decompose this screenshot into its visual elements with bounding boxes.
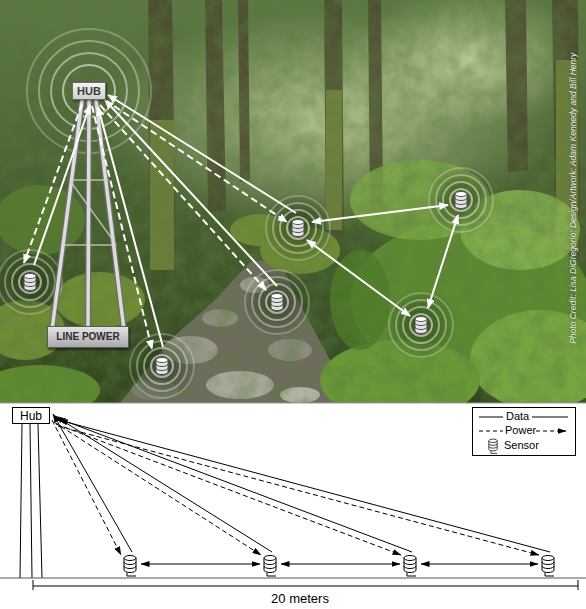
radio-waves: [0, 29, 497, 402]
data-arrow: [57, 418, 412, 552]
sensor-icon: [24, 274, 36, 291]
photo-arrows: [24, 95, 458, 349]
sensor-icon: [271, 294, 283, 311]
legend-frame: [473, 408, 576, 456]
power-arrow: [24, 104, 82, 263]
hub-box: Hub: [12, 407, 50, 424]
power-sample: [536, 431, 566, 432]
mesh-arrow: [281, 564, 400, 565]
sensor-icon: [415, 317, 427, 334]
data-arrow: [34, 105, 90, 265]
panel-divider: [0, 403, 586, 404]
mesh-arrow: [312, 205, 448, 222]
sensor-icon: [542, 556, 554, 577]
bracket-line: [33, 580, 578, 590]
node-text: HUB: [77, 86, 101, 97]
power-arrow: [105, 100, 287, 222]
data-arrow: [53, 414, 132, 552]
tower-leg: [20, 424, 42, 578]
tower-leg: [52, 100, 124, 330]
forest-photo: [0, 0, 586, 420]
photo-credit: Photo Credit: Lisa DiGregorio; Design/Ar…: [569, 8, 578, 388]
legend-text: Sensor: [504, 440, 539, 451]
sensor-sample: [489, 439, 497, 453]
sensor-wave: [425, 164, 497, 236]
mesh-arrow: [428, 215, 458, 308]
power-arrow: [52, 420, 121, 555]
node-text: Hub: [20, 410, 42, 422]
schematic-background: [0, 403, 586, 609]
node-text: LINE POWER: [56, 332, 119, 342]
legend: [473, 408, 576, 456]
tower-leg-shadow: [52, 100, 124, 330]
sensor-wave: [241, 266, 313, 338]
power-sample: [479, 431, 503, 432]
photo-background: [0, 0, 586, 403]
sensor-icon: [156, 358, 168, 375]
data-arrow: [98, 107, 163, 347]
sensor-icon: [124, 556, 136, 577]
sensor-icon: [292, 220, 304, 237]
dimension-label: 20 meters: [250, 592, 350, 605]
data-arrow: [108, 95, 296, 213]
power-arrow: [100, 105, 266, 290]
power-arrow: [58, 426, 539, 555]
photo-texture: [0, 0, 586, 403]
schematic-tower: [20, 424, 42, 578]
sensor-icon: [404, 556, 416, 577]
ground-line: [0, 578, 586, 579]
dimension-bracket: [33, 580, 578, 590]
legend-text: Data: [506, 411, 529, 422]
data-arrow: [105, 100, 277, 286]
legend-text: Power: [505, 425, 536, 436]
mesh-arrow: [421, 564, 538, 565]
photo-sensors: [24, 192, 467, 375]
hub-tower: [52, 100, 124, 330]
schematic-sensors: [124, 556, 554, 577]
sensor-wave: [385, 289, 457, 361]
mesh-arrow: [141, 564, 260, 565]
power-box: LINE POWER: [47, 326, 129, 348]
tower-brace: [64, 180, 116, 245]
mesh-arrow: [307, 240, 410, 316]
hub-box: HUB: [72, 82, 106, 100]
sensor-wave: [262, 192, 334, 264]
power-arrow: [54, 422, 261, 555]
sensor-icon: [264, 556, 276, 577]
power-arrow: [56, 424, 401, 555]
sensor-icon: [455, 192, 467, 209]
